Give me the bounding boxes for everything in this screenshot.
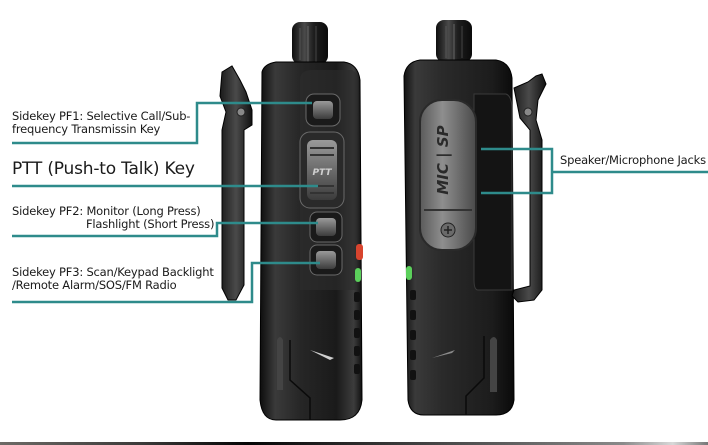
radio-right: MIC | SP	[403, 20, 547, 416]
ptt-key-label: PTT	[312, 168, 332, 178]
pf3-label-line1: Sidekey PF3: Scan/Keypad Backlight	[12, 265, 214, 279]
pf2-callout-line	[12, 221, 318, 238]
volume-knob	[292, 22, 328, 64]
mic-sp-jack-cover	[419, 99, 477, 251]
pf1-label-line1: Sidekey PF1: Selective Call/Sub-	[12, 109, 191, 123]
callout-lines	[12, 101, 708, 304]
pf3-label-line2: /Remote Alarm/SOS/FM Radio	[12, 278, 177, 293]
pf1-callout-label: Sidekey PF1: Selective Call/Sub- frequen…	[12, 109, 191, 137]
belt-clip	[219, 65, 253, 301]
pf2-label-line1: Sidekey PF2: Monitor (Long Press)	[12, 204, 201, 218]
mic-sp-label: MIC | SP	[434, 125, 453, 194]
pf3-callout-line	[12, 261, 320, 304]
bottom-border-strip	[0, 442, 708, 445]
pf3-callout-label: Sidekey PF3: Scan/Keypad Backlight /Remo…	[12, 265, 214, 293]
pf1-label-line2: frequency Transmissin Key	[12, 122, 161, 137]
jacks-callout-label: Speaker/Microphone Jacks	[560, 153, 706, 167]
led-green	[355, 268, 361, 282]
pf1-callout-line	[12, 101, 312, 145]
led-green	[406, 266, 412, 280]
belt-clip	[511, 73, 547, 303]
led-red	[356, 244, 363, 260]
ptt-callout-label: PTT (Push-to Talk) Key	[12, 159, 195, 179]
radio-left: PTT	[219, 22, 363, 421]
pf2-callout-label: Sidekey PF2: Monitor (Long Press) Flashl…	[12, 204, 215, 232]
pf2-label-line2: Flashlight (Short Press)	[86, 217, 215, 232]
